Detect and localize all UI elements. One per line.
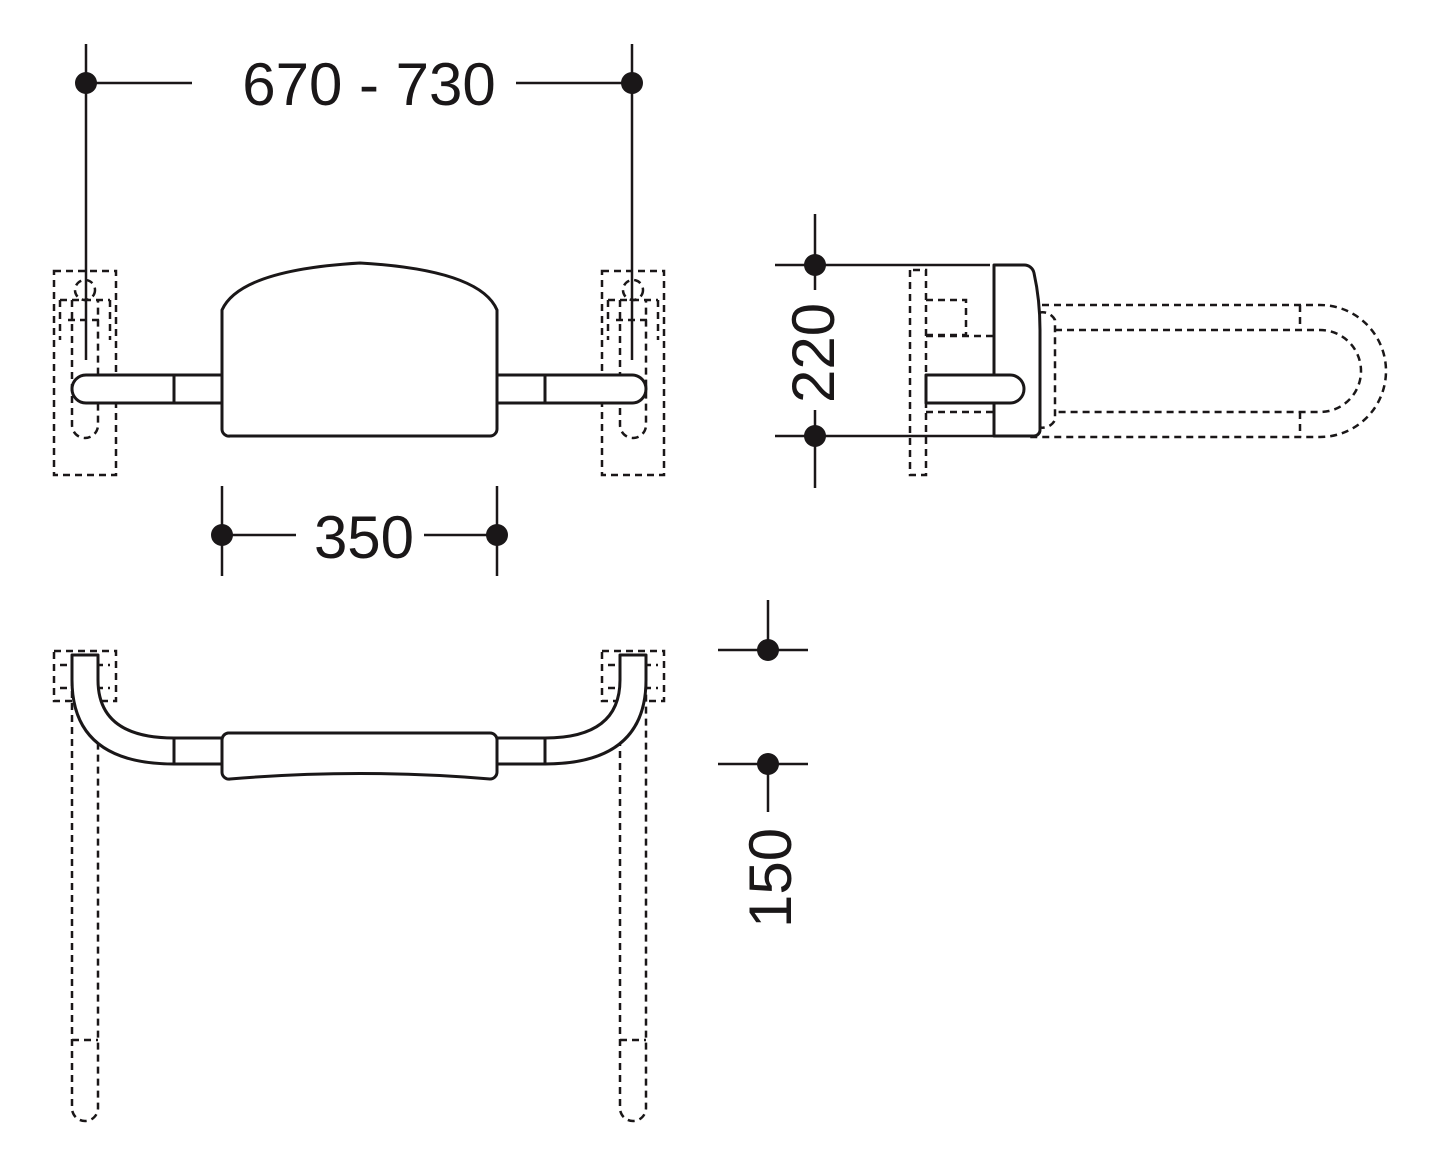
side-view [775,263,1388,477]
backrest-cushion [220,261,499,438]
offset-label: 150 [737,828,804,928]
overall-width-label: 670 - 730 [242,51,496,118]
front-view [52,44,666,477]
dimension-backrest-height: 220 [780,214,847,488]
dimension-overall-width: 670 - 730 [75,51,643,118]
top-view [52,649,666,1123]
backrest-height-label: 220 [780,303,847,403]
dimension-backrest-width: 350 [211,486,508,576]
backrest-width-label: 350 [314,504,414,571]
dimension-offset: 150 [718,600,808,928]
